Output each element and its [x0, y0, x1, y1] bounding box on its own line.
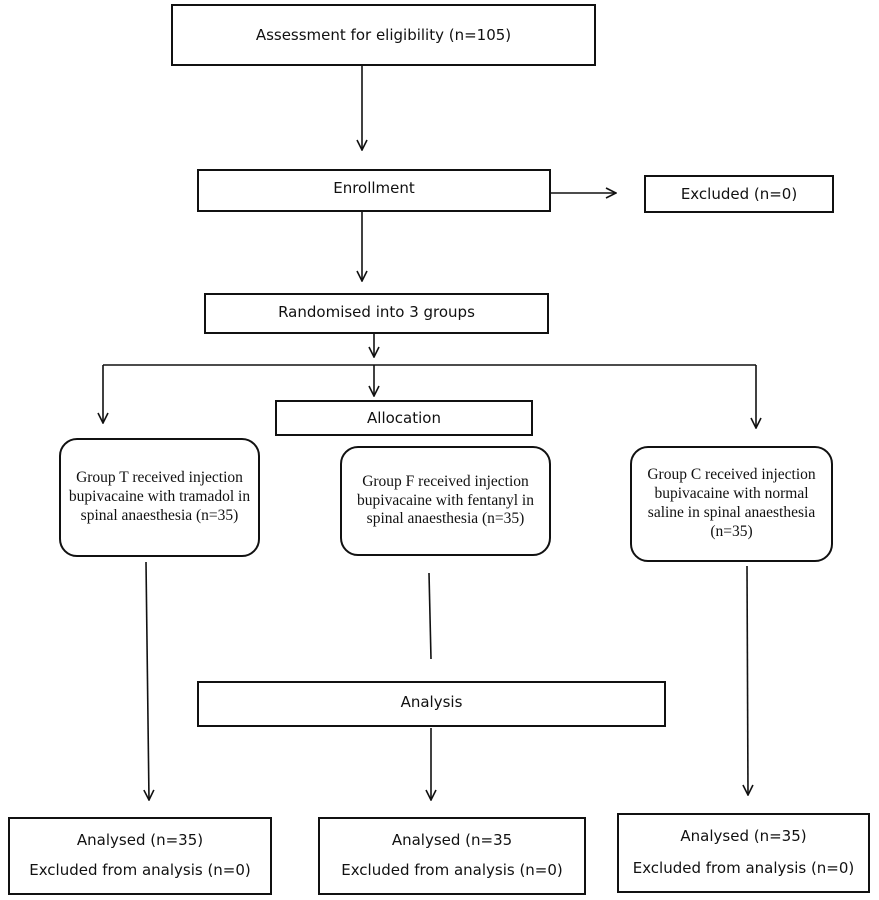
group-f-box: Group F received injection bupivacaine w…: [340, 446, 551, 556]
enrollment-label: Enrollment: [333, 178, 415, 197]
allocation-label: Allocation: [367, 409, 441, 427]
randomised-box: Randomised into 3 groups: [204, 293, 549, 334]
analysis-label: Analysis: [400, 693, 463, 711]
group-t-label: Group T received injection bupivacaine w…: [68, 469, 251, 524]
analysed-c-excluded-label: Excluded from analysis (n=0): [632, 859, 855, 877]
assessment-label: Assessment for eligibility (n=105): [255, 26, 512, 44]
analysed-c-label: Analysed (n=35): [680, 827, 807, 845]
excluded-box: Excluded (n=0): [644, 175, 834, 213]
group-c-label: Group C received injection bupivacaine w…: [647, 466, 816, 540]
assessment-box: Assessment for eligibility (n=105): [171, 4, 596, 66]
analysis-box: Analysis: [197, 681, 666, 727]
allocation-box: Allocation: [275, 400, 533, 436]
group-t-box: Group T received injection bupivacaine w…: [59, 438, 260, 557]
analysed-f-excluded-label: Excluded from analysis (n=0): [341, 861, 563, 879]
line-group-f-to-analysis: [428, 572, 432, 660]
analysed-c-box: Analysed (n=35) Excluded from analysis (…: [617, 813, 870, 893]
analysed-t-label: Analysed (n=35): [76, 831, 204, 849]
excluded-label: Excluded (n=0): [680, 185, 798, 203]
randomised-label: Randomised into 3 groups: [278, 302, 475, 321]
group-c-box: Group C received injection bupivacaine w…: [630, 446, 833, 562]
enrollment-box: Enrollment: [197, 169, 551, 212]
analysed-f-box: Analysed (n=35 Excluded from analysis (n…: [318, 817, 586, 895]
arrow-group-c-to-analysed-c: [747, 565, 748, 795]
analysed-t-excluded-label: Excluded from analysis (n=0): [29, 861, 251, 879]
analysed-t-box: Analysed (n=35) Excluded from analysis (…: [8, 817, 272, 895]
group-f-label: Group F received injection bupivacaine w…: [357, 472, 534, 528]
analysed-f-label: Analysed (n=35: [391, 831, 513, 849]
arrow-group-t-to-analysed-t: [146, 561, 149, 800]
